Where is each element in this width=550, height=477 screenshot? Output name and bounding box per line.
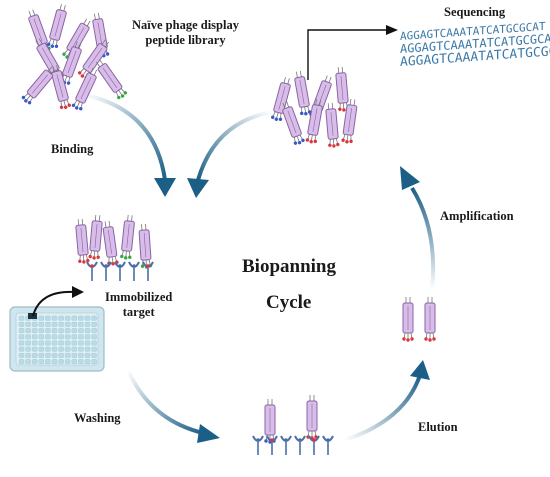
library-phage xyxy=(77,39,110,80)
binding-label: Binding xyxy=(51,142,94,156)
washed-bound-phage xyxy=(306,395,318,440)
selected-phage xyxy=(282,101,305,145)
plate-pointer-arrow xyxy=(32,286,84,317)
bound-phage xyxy=(102,220,119,266)
library-phage xyxy=(51,65,71,110)
library-phage xyxy=(95,59,128,100)
sequencing-label: Sequencing xyxy=(444,5,506,19)
binding-arrow xyxy=(84,93,176,197)
immobilized-label-line2: target xyxy=(122,305,155,319)
library-label-line1: Naïve phage display xyxy=(132,18,239,32)
washing-receptor xyxy=(252,435,264,455)
amplification-label: Amplification xyxy=(440,209,514,223)
amplification-arrow xyxy=(400,166,436,291)
bound-phage xyxy=(75,218,90,264)
immobilized-target-label: Immobilized target xyxy=(105,290,172,320)
washing-arrow xyxy=(126,369,220,443)
return-arrow xyxy=(187,110,273,198)
library-phage xyxy=(21,66,56,105)
washing-receptor xyxy=(308,435,320,455)
elution-arrow xyxy=(344,360,430,442)
bound-phage xyxy=(88,214,103,260)
selected-phage xyxy=(305,98,323,144)
washing-receptor xyxy=(280,435,292,455)
library-phage xyxy=(71,67,98,111)
washing-label: Washing xyxy=(74,411,121,425)
eluted-phage xyxy=(402,297,414,342)
target-receptor xyxy=(86,261,98,281)
cycle-title-line1: Biopanning xyxy=(242,256,336,277)
library-phage xyxy=(47,4,67,49)
target-receptor xyxy=(114,261,126,281)
cycle-title-line2: Cycle xyxy=(266,292,312,313)
selected-phage xyxy=(341,98,358,144)
washing-receptor xyxy=(322,435,334,455)
selected-phage xyxy=(294,70,312,116)
microplate xyxy=(9,306,105,372)
selected-phage xyxy=(271,77,291,122)
sequencing-connector xyxy=(307,25,398,80)
eluted-phage xyxy=(424,297,436,342)
library-label: Naïve phage display peptide library xyxy=(132,18,239,48)
target-receptor xyxy=(128,261,140,281)
immobilized-label-line1: Immobilized xyxy=(105,290,173,304)
washing-receptor xyxy=(294,435,306,455)
washed-bound-phage xyxy=(264,399,276,444)
target-receptor xyxy=(100,261,112,281)
library-label-line2: peptide library xyxy=(145,33,226,47)
washing-receptor xyxy=(266,435,278,455)
bound-phage xyxy=(120,214,135,260)
elution-label: Elution xyxy=(418,420,458,434)
selected-phage xyxy=(335,66,350,112)
selected-phage xyxy=(325,102,340,148)
target-receptor xyxy=(142,261,154,281)
bound-phage xyxy=(138,223,153,269)
sequence-reads: AGGAGTCAAATATCATGCGCATAGGAGTCAAATATCATGC… xyxy=(400,20,550,70)
